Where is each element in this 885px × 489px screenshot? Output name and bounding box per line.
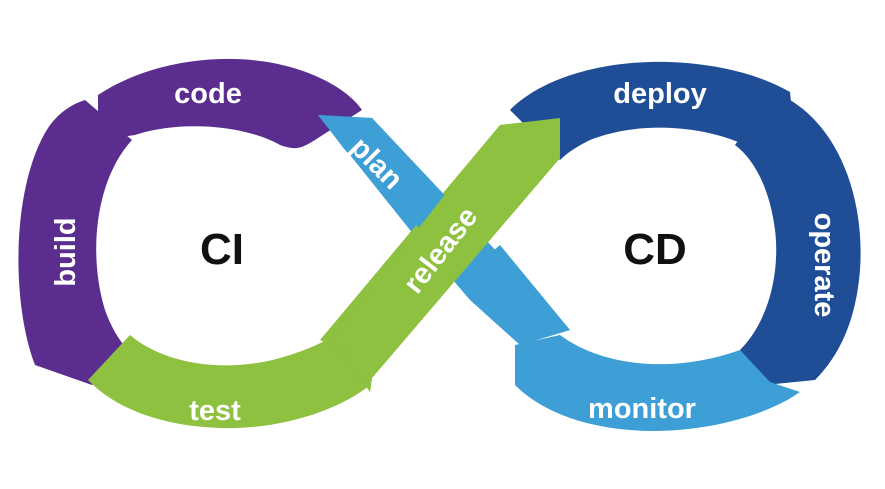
release-segment-overlay [330, 118, 560, 392]
ci-center-hole [112, 138, 348, 362]
operate-segment [735, 100, 861, 385]
cd-center-hole [537, 138, 773, 362]
deploy-label: deploy [613, 78, 706, 110]
operate-label: operate [808, 213, 840, 318]
test-label: test [189, 395, 241, 427]
build-label: build [50, 217, 82, 286]
test-segment [88, 335, 370, 429]
build-segment [18, 100, 133, 385]
cd-label: CD [623, 225, 687, 274]
monitor-segment [515, 335, 800, 431]
plan-segment-lower [470, 245, 570, 345]
code-segment [98, 58, 362, 149]
monitor-label: monitor [588, 393, 696, 425]
deploy-segment [510, 61, 795, 160]
ci-label: CI [200, 225, 244, 274]
code-label: code [174, 78, 242, 110]
